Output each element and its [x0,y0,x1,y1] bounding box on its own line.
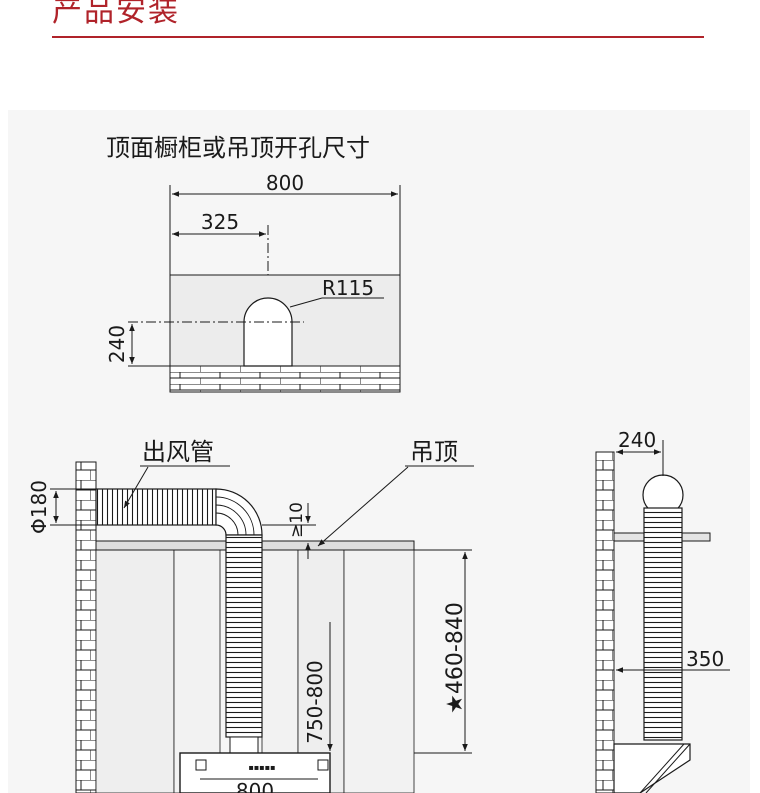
right-brick-wall [595,451,615,793]
ceiling-leader-line [317,466,409,547]
section-title: 产品安装 [52,0,180,29]
wall-offset-label: 240 [618,428,656,452]
wall-bricks-strip [169,365,401,393]
duct-label: 出风管 [142,438,214,466]
duct-diameter-label: Φ180 [27,480,51,534]
cutout-width-label: 800 [266,171,304,195]
height-dimension-label: 350 [686,647,724,671]
right-hood-body [613,743,691,793]
side-installation-figure: ▪▪▪▪▪ 800 Φ180 出风管 ≥10 吊顶 ★460-840 750-8… [27,438,474,793]
title-underline [52,36,704,38]
cutout-depth-label: 240 [105,325,129,363]
right-vertical-duct [643,507,683,741]
clearance-label: ≥10 [287,502,307,538]
hood-control-buttons: ▪▪▪▪▪ [248,763,275,772]
ceiling-height-label: ★460-840 [443,602,468,714]
cabinet-right-c [343,549,415,793]
side-profile-figure: 240 350 [595,428,730,793]
hood-height-label: 750-800 [303,660,327,744]
duct-leader-line [123,466,149,509]
horizontal-duct [95,488,217,526]
cutout-figure-title: 顶面橱柜或吊顶开孔尺寸 [106,134,370,162]
cutout-radius-label: R115 [322,276,374,300]
cabinet-left [95,549,175,793]
hood-width-label: 800 [236,779,274,793]
left-brick-wall [75,461,97,793]
cutout-plan-figure: 顶面橱柜或吊顶开孔尺寸 800 325 R115 240 [105,134,401,393]
duct-cutout-hole [243,297,293,367]
duct-elbow [215,488,263,536]
vertical-duct [225,534,263,738]
cutout-offset-label: 325 [201,210,239,234]
ceiling-label: 吊顶 [410,438,458,466]
